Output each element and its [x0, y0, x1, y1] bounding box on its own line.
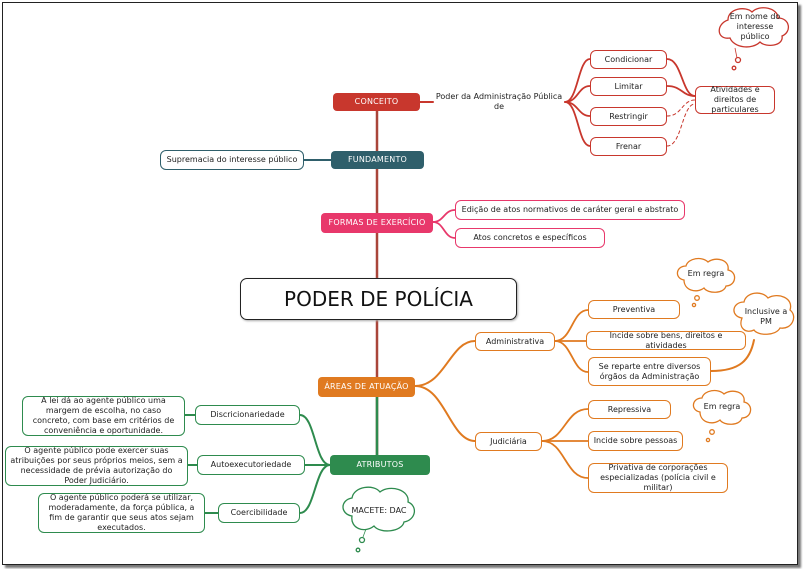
cloud-shape-admin-regra [676, 257, 736, 293]
verb-target-2 [666, 85, 696, 97]
formas-category: FORMAS DE EXERCÍCIO [321, 213, 433, 233]
cloud-admin-em-regra: Em regra [687, 269, 725, 278]
atributos-category: ATRIBUTOS [330, 455, 430, 475]
area-judiciaria: Judiciária [475, 432, 542, 451]
areas-admin [414, 340, 476, 387]
main-topic: PODER DE POLÍCIA [240, 278, 517, 320]
formas-item-normativos: Edição de atos normativos de caráter ger… [455, 200, 685, 220]
conceito-definition: Poder da Administração Pública de [435, 92, 563, 111]
verb-target-3 [666, 99, 696, 117]
jud-item-repressiva: Repressiva [588, 400, 671, 419]
admin-item-orgaos: Se reparte entre diversos órgãos da Admi… [588, 357, 711, 386]
fundamento-category: FUNDAMENTO [331, 151, 424, 169]
jud-branch-3 [541, 440, 589, 479]
cloud-jud-em-regra: Em regra [703, 402, 741, 411]
verb-restringir: Restringir [590, 107, 667, 126]
verb-frenar: Frenar [590, 137, 667, 156]
cloud-interesse-publico: Em nome do interesse público [729, 12, 781, 41]
cloud-tail-interesse [734, 56, 742, 64]
cloud-shape-jud-regra [692, 389, 752, 425]
verb-limitar: Limitar [590, 77, 667, 96]
admin-branch-1 [554, 309, 589, 342]
verb-condicionar: Condicionar [590, 50, 667, 69]
areas-jud [414, 385, 476, 442]
atributo-desc-coercibilidade: O agente público poderá se utilizar, mod… [38, 493, 205, 533]
formas-branch-1 [432, 209, 456, 223]
admin-branch-3 [554, 340, 589, 373]
area-administrativa: Administrativa [475, 332, 555, 351]
conceito-target: Atividades e direitos de particulares [695, 85, 775, 114]
atributos-branch-1 [299, 414, 331, 466]
atributo-desc-autoexecutoriedade: O agente público pode exercer suas atrib… [5, 446, 188, 486]
jud-branch-1 [541, 408, 589, 442]
atributo-autoexecutoriedade: Autoexecutoriedade [197, 455, 305, 475]
cloud-shape-pm [733, 292, 795, 335]
cloud-inclusive-pm: Inclusive a PM [744, 307, 788, 326]
formas-item-concretos: Atos concretos e específicos [455, 228, 605, 248]
admin-item-bens: Incide sobre bens, direitos e atividades [586, 331, 746, 350]
cloud-macete-dac: MACETE: DAC [351, 506, 407, 515]
conceito-branch-4 [564, 101, 591, 147]
verb-target-4 [666, 103, 696, 147]
atributos-branch-3 [299, 464, 331, 514]
formas-branch-2 [432, 221, 456, 239]
pm-cloud-link [710, 339, 755, 372]
admin-item-preventiva: Preventiva [588, 300, 680, 319]
conceito-category: CONCEITO [333, 93, 420, 111]
atributo-coercibilidade: Coercibilidade [218, 503, 300, 523]
jud-item-pessoas: Incide sobre pessoas [588, 431, 683, 451]
fundamento-item: Supremacia do interesse público [160, 150, 304, 170]
atributo-discricionariedade: Discricionariedade [195, 405, 300, 425]
jud-item-privativa: Privativa de corporações especializadas … [588, 463, 728, 493]
atributo-desc-discricionariedade: A lei dá ao agente público uma margem de… [22, 396, 185, 436]
cloud-shape-interesse [718, 7, 789, 48]
cloud-shape-macete [342, 486, 415, 532]
areas-category: ÁREAS DE ATUAÇÃO [318, 377, 415, 397]
